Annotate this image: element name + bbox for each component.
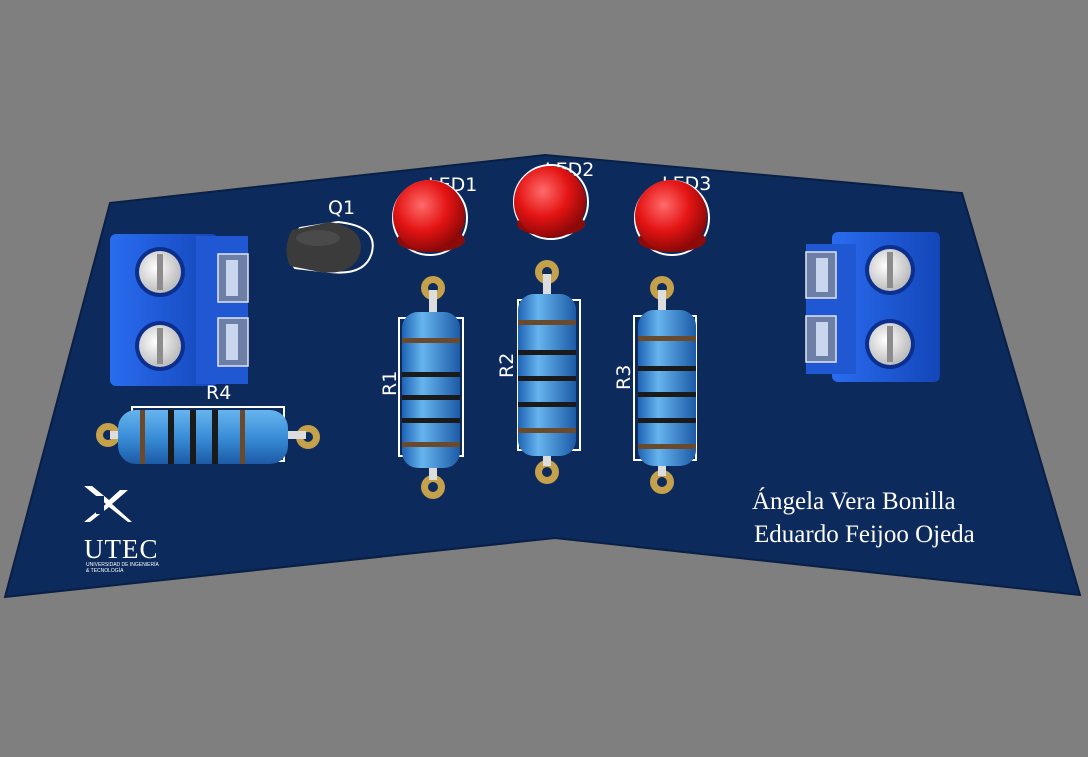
label-q1: Q1 — [328, 197, 355, 219]
utec-logo-subtitle-1: UNIVERSIDAD DE INGENIERÍA — [86, 561, 159, 568]
label-r2: R2 — [496, 353, 518, 378]
terminal-block-left[interactable] — [110, 234, 249, 386]
utec-logo-subtitle-2: & TECNOLOGÍA — [86, 567, 124, 574]
resistor-r2[interactable] — [517, 260, 581, 484]
author-name-1: Ángela Vera Bonilla — [752, 487, 956, 515]
author-name-2: Eduardo Feijoo Ojeda — [754, 521, 975, 548]
resistor-r4[interactable] — [96, 406, 320, 464]
terminal-block-right[interactable] — [805, 232, 940, 382]
transistor-q1[interactable] — [286, 220, 374, 274]
label-r4: R4 — [206, 382, 231, 404]
utec-logo-text: UTEC — [84, 534, 159, 564]
resistor-r3[interactable] — [633, 276, 697, 494]
led2[interactable] — [513, 164, 589, 240]
utec-logo: UTEC UNIVERSIDAD DE INGENIERÍA & TECNOLO… — [84, 486, 159, 574]
led1[interactable] — [392, 180, 468, 256]
led3[interactable] — [634, 180, 710, 256]
utec-emblem-icon — [84, 486, 132, 522]
resistor-r1[interactable] — [398, 276, 464, 499]
label-r1: R1 — [379, 371, 401, 396]
label-r3: R3 — [613, 365, 635, 390]
